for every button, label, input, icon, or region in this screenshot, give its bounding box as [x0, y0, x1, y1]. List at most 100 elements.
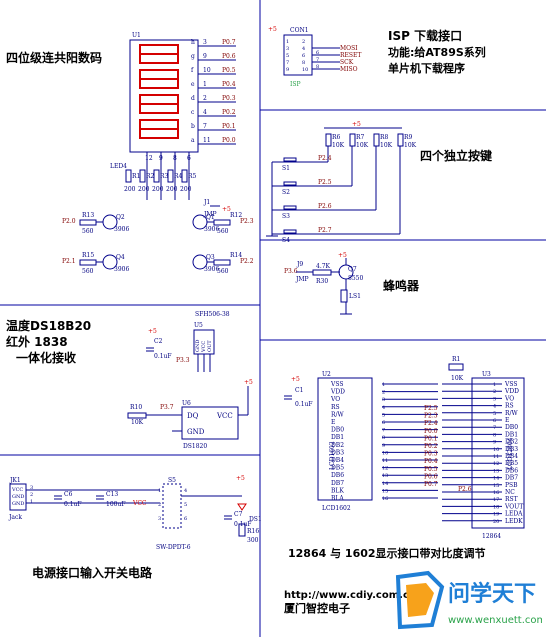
- lcd12864-body-label: LCD12864: [507, 437, 514, 470]
- c1-ref: C1: [295, 387, 303, 394]
- seven-seg-body: [129, 39, 199, 153]
- keys-section-title: 四个独立按键: [420, 148, 492, 163]
- isp-pin-right: 10: [302, 67, 308, 73]
- lcd-pin-name: R/W: [331, 411, 345, 418]
- power-cap-ref: C13: [106, 491, 118, 498]
- key-resistor-ref: R7: [356, 134, 365, 141]
- digit-resistor-ref: R2: [146, 173, 155, 180]
- buzzer-section-title: 蜂鸣器: [383, 278, 420, 293]
- lcd-pin-name: E: [331, 419, 335, 426]
- isp-pin-left: 1: [286, 39, 289, 45]
- buzzer-resistor: [312, 269, 332, 276]
- j1-ref: J1: [203, 199, 210, 206]
- isp-signal-label: MOSI: [340, 45, 358, 52]
- c2-ref: C2: [154, 338, 163, 345]
- lcd-bus-port: P0.5: [424, 466, 438, 473]
- seg-port-label: P0.7: [222, 39, 236, 46]
- lcd-bus-port: P0.7: [424, 481, 438, 488]
- isp-right-pin-number: 8: [316, 64, 319, 70]
- key-resistor-value: 10K: [356, 142, 369, 149]
- lcd-pin-name: VOUT: [504, 503, 523, 510]
- lcd-bus-port: P2.3: [424, 413, 438, 420]
- footer-company: 厦门智控电子: [284, 601, 350, 615]
- lcd12864-pins: VSS1VDD2VO3RS4R/W5E6DB07DB18DB29DB310DB4…: [442, 381, 523, 525]
- lcd-pin-number: 7: [382, 428, 385, 434]
- digit-resistor-ref: R1: [132, 173, 140, 180]
- isp-pin-left: 3: [286, 46, 289, 52]
- buzzer-res-value: 4.7K: [316, 263, 331, 270]
- lcd-pin-name: DB3: [331, 449, 344, 456]
- s5-ref: S5: [168, 477, 176, 484]
- switch-port: P2.4: [318, 155, 332, 162]
- isp-pin-right: 2: [302, 39, 305, 45]
- buzzer-jumper: J9: [296, 261, 303, 268]
- ds1-ref: DS1: [249, 516, 262, 523]
- lcd-pin-name: VSS: [504, 381, 517, 388]
- pot-ref: R1: [452, 356, 460, 363]
- transistor-type: 3906: [204, 266, 219, 273]
- r16-ref: R16: [247, 528, 259, 535]
- isp-function-line2: 单片机下载程序: [388, 61, 465, 75]
- lcd-pin-number: 3: [493, 396, 496, 402]
- ir-vcc: +5: [148, 328, 157, 335]
- lcd-pin-number: 2: [382, 390, 385, 396]
- lcd1602-body: [317, 377, 373, 501]
- lcd-pin-name: VO: [330, 396, 340, 403]
- isp-pin-right: 6: [302, 53, 305, 59]
- key-resistor: [349, 133, 356, 147]
- digit-resistor-value: 200: [138, 186, 150, 193]
- lcd-pin-number: 15: [493, 483, 499, 489]
- lcd-pin-name: DB6: [331, 472, 344, 479]
- jack-pin-number: 3: [30, 485, 33, 491]
- transistor-port: P2.0: [62, 218, 76, 225]
- isp-section-title: ISP 下载接口: [388, 28, 462, 43]
- lcd-bus-port: P2.5: [424, 405, 438, 412]
- switch-port: P2.7: [318, 227, 332, 234]
- lcd-pin-name: DB2: [331, 442, 344, 449]
- j1-vcc: +5: [222, 206, 231, 213]
- sensor-title-line3: 一体化接收: [16, 350, 76, 365]
- digit-pin-number: 12: [145, 155, 153, 162]
- ir-part: SFH506-38: [195, 311, 230, 318]
- power-cap-value: 100uF: [106, 501, 125, 508]
- s5-pin-number: 4: [184, 488, 187, 494]
- lcd-pin-number: 4: [382, 405, 385, 411]
- lcd-pin-name: RS: [331, 404, 340, 411]
- buzzer-jumper-label: JMP: [295, 276, 309, 283]
- isp-signal-label: RESET: [340, 52, 361, 59]
- lcd-pin-name: DB7: [505, 475, 518, 482]
- digit-resistor-ref: R5: [188, 173, 197, 180]
- r10-ref: R10: [130, 404, 142, 411]
- lcd12864-name: 12864: [482, 533, 501, 540]
- psb-port: P2.6: [458, 486, 472, 493]
- key-resistor-ref: R8: [380, 134, 389, 141]
- buzzer-vcc: +5: [338, 252, 347, 259]
- seg-pin-number: 3: [203, 39, 207, 46]
- lcd-pin-name: DB7: [331, 480, 344, 487]
- ds-pin-vcc: VCC: [216, 412, 233, 420]
- watermark-url: www.wenxuett.com: [448, 615, 542, 626]
- lcd-pin-number: 1: [382, 382, 385, 388]
- key-resistor-ref: R9: [404, 134, 413, 141]
- seg-letter: d: [191, 95, 195, 102]
- lcd-bus-port: P0.2: [424, 443, 438, 450]
- jack-pin-name: GND: [12, 494, 24, 500]
- isp-pin-right: 4: [302, 46, 305, 52]
- digit-resistor: [153, 169, 160, 183]
- lcd-pin-number: 7: [493, 425, 496, 431]
- lcd-pin-number: 10: [493, 447, 499, 453]
- lcd-pin-number: 12: [493, 461, 499, 467]
- seg-port-label: P0.6: [222, 53, 236, 60]
- key-resistor-ref: R6: [332, 134, 341, 141]
- digit-resistor: [125, 169, 132, 183]
- switch-port: P2.6: [318, 203, 332, 210]
- base-resistor-ref: R13: [82, 212, 94, 219]
- r10-value: 10K: [131, 419, 144, 426]
